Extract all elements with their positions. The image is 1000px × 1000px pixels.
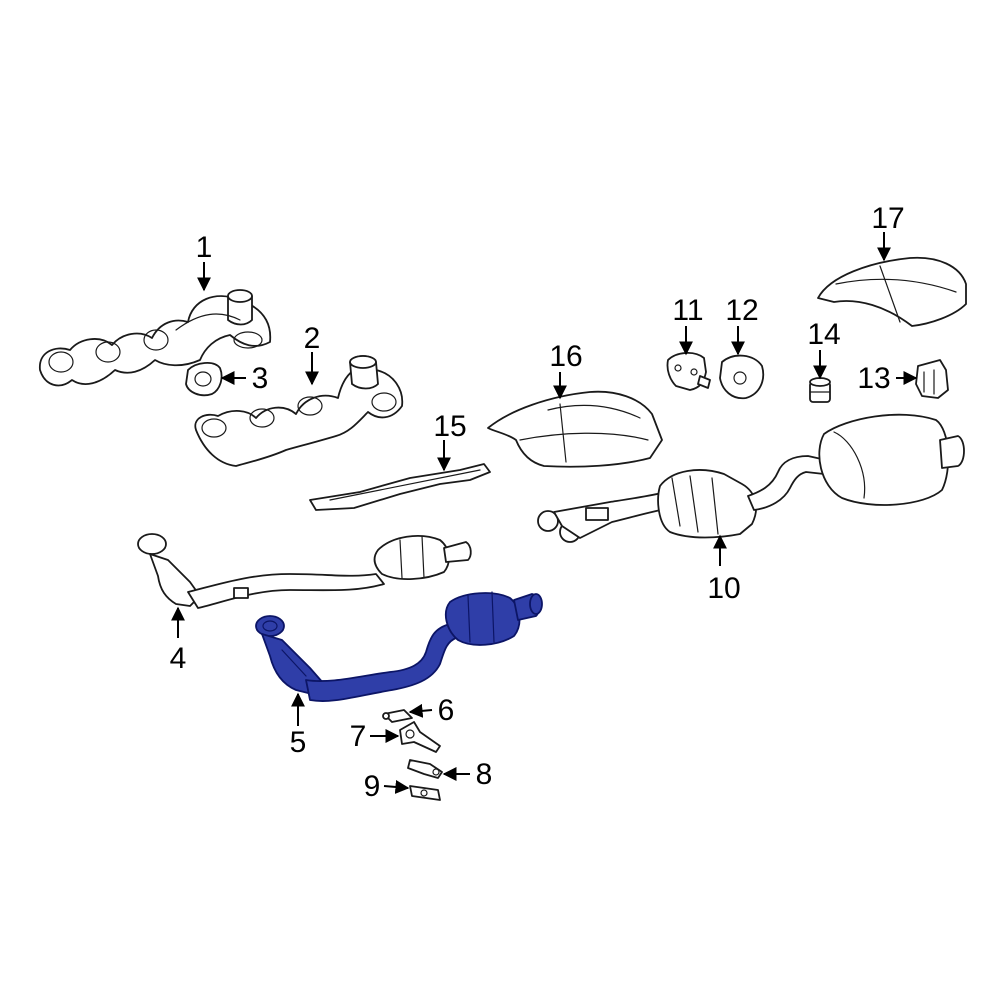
part-17-heat-shield[interactable]	[817, 256, 967, 327]
part-1-exhaust-manifold[interactable]	[39, 289, 272, 387]
part-9-clamp[interactable]	[409, 785, 441, 801]
callout-3: 3	[252, 362, 269, 395]
callout-10: 10	[707, 572, 740, 605]
part-5-front-pipe-highlighted[interactable]	[255, 591, 543, 702]
part-3-gasket[interactable]	[185, 362, 223, 397]
callout-1: 1	[196, 231, 213, 264]
part-12-hanger[interactable]	[719, 354, 765, 400]
callout-8: 8	[476, 758, 493, 791]
callout-12: 12	[725, 294, 758, 327]
part-6-bracket[interactable]	[382, 709, 413, 723]
callout-16: 16	[549, 340, 582, 373]
part-16-heat-shield[interactable]	[487, 390, 663, 468]
callout-2: 2	[304, 322, 321, 355]
part-10-muffler-assembly[interactable]	[537, 413, 965, 543]
part-11-mount-bracket[interactable]	[666, 352, 711, 391]
callout-4: 4	[170, 642, 187, 675]
callout-labels: 1 2 3 4 5 6 7 8 9 10 11 12 13 14 15 16 1…	[170, 202, 905, 803]
callout-15: 15	[433, 410, 466, 443]
part-8-bracket[interactable]	[407, 759, 443, 779]
leader-lines	[171, 232, 918, 794]
callout-9: 9	[364, 770, 381, 803]
callout-5: 5	[290, 726, 307, 759]
leader-9	[383, 779, 410, 794]
part-2-exhaust-manifold[interactable]	[194, 355, 404, 467]
callout-13: 13	[857, 362, 890, 395]
part-7-bracket[interactable]	[399, 721, 441, 753]
callout-11: 11	[672, 294, 703, 327]
part-4-front-pipe[interactable]	[137, 533, 472, 609]
leader-6	[408, 703, 433, 718]
callout-14: 14	[807, 318, 840, 351]
part-15-heat-shield[interactable]	[309, 463, 491, 511]
part-14-insulator[interactable]	[809, 377, 831, 403]
callout-17: 17	[871, 202, 904, 235]
callout-7: 7	[350, 720, 367, 753]
part-13-mount[interactable]	[915, 359, 949, 399]
callout-6: 6	[438, 694, 455, 727]
